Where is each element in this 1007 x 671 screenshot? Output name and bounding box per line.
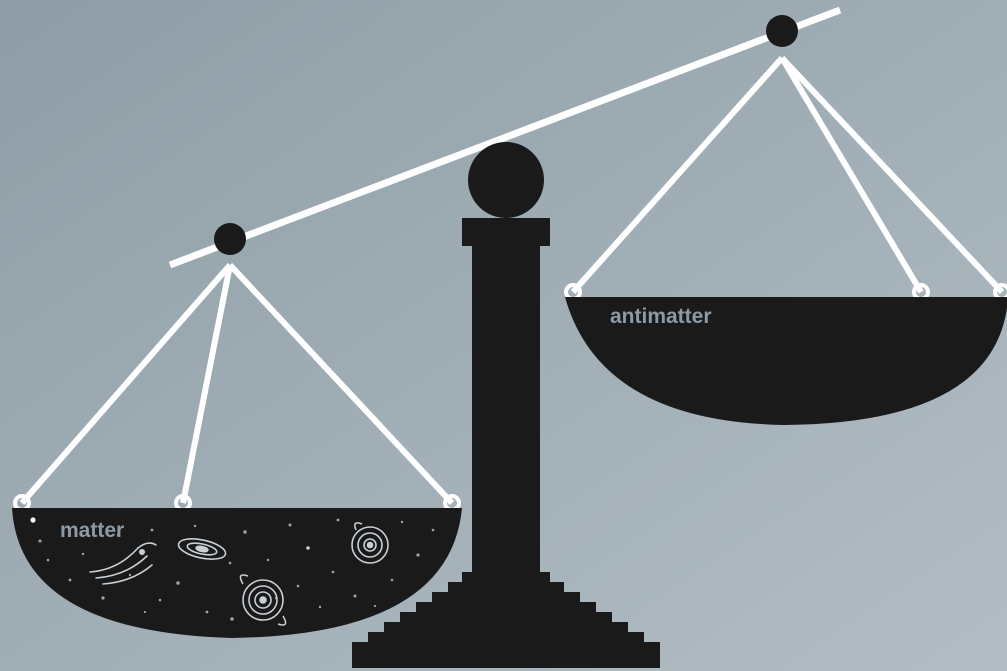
right-pivot-knob: [766, 15, 798, 47]
ring-galaxy-icon: [351, 522, 389, 564]
right-pan-antimatter: antimatter: [565, 297, 1007, 425]
edge-on-galaxy-icon: [177, 538, 227, 560]
matter-label: matter: [60, 519, 124, 542]
star-field: [30, 517, 442, 621]
comet-galaxy-icon: [89, 542, 157, 585]
antimatter-label: antimatter: [610, 305, 712, 328]
pillar-finial: [468, 142, 544, 218]
right-pan-ropes: [570, 55, 1005, 295]
left-pivot-knob: [214, 223, 246, 255]
left-pan-ropes: [19, 262, 455, 506]
scale-pillar: [352, 142, 660, 668]
spiral-galaxy-icon: [239, 574, 287, 626]
scale-beam: [168, 6, 842, 269]
left-pan-matter: matter: [12, 508, 462, 638]
